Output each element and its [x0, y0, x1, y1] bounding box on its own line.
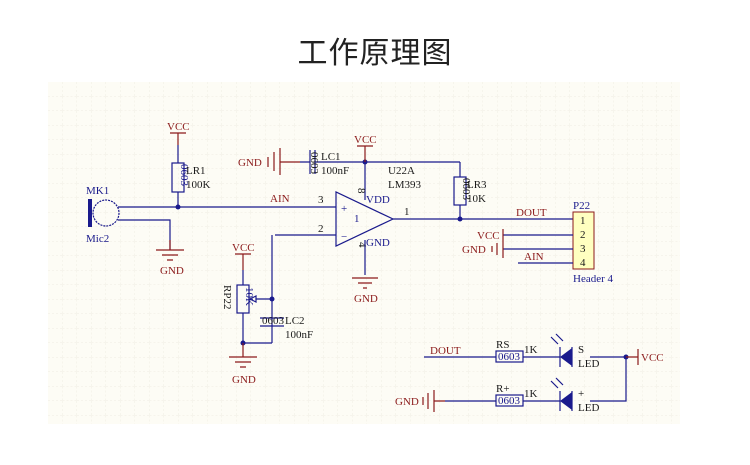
svg-text:DOUT: DOUT — [430, 345, 461, 357]
svg-text:+: + — [341, 203, 347, 215]
svg-text:GND: GND — [160, 265, 184, 277]
svg-text:LC1: LC1 — [321, 151, 341, 163]
comparator-u22a: 8 VDD + − 1 GND 4 U22A LM393 3 2 1 GND — [275, 162, 588, 305]
svg-text:LED: LED — [578, 358, 599, 370]
svg-text:0603: 0603 — [460, 178, 472, 201]
net-ain: AIN — [270, 193, 290, 205]
potentiometer-rp22: VCC 10K RP22 — [221, 235, 275, 346]
svg-text:RP22: RP22 — [221, 285, 233, 309]
svg-text:U22A: U22A — [388, 165, 415, 177]
svg-text:RS: RS — [496, 339, 509, 351]
mic-value: Mic2 — [86, 233, 109, 245]
svg-text:3: 3 — [318, 194, 324, 206]
svg-text:1K: 1K — [524, 344, 538, 356]
led-power-branch: GND 0603 R+ 1K + LED — [395, 357, 627, 414]
svg-text:2: 2 — [580, 229, 586, 241]
svg-text:+: + — [578, 388, 584, 400]
vcc-symbol-u22: VCC — [354, 134, 377, 162]
capacitor-lc2: 0603 LC2 100nF — [260, 315, 313, 341]
svg-text:100K: 100K — [186, 179, 211, 191]
gnd-symbol-mic: GND — [156, 240, 184, 277]
svg-text:2: 2 — [318, 223, 324, 235]
svg-text:VCC: VCC — [477, 230, 500, 242]
net-dout: DOUT — [516, 207, 547, 219]
svg-text:1: 1 — [354, 213, 360, 225]
page-title: 工作原理图 — [297, 36, 453, 71]
svg-text:S: S — [578, 344, 584, 356]
svg-text:GND: GND — [366, 237, 390, 249]
svg-text:GND: GND — [395, 396, 419, 408]
svg-text:0603: 0603 — [308, 152, 320, 175]
svg-text:100nF: 100nF — [285, 329, 313, 341]
led-dout-branch: DOUT 0603 RS 1K S LED — [424, 333, 626, 370]
svg-text:LED: LED — [578, 402, 599, 414]
svg-text:1: 1 — [404, 206, 410, 218]
resistor-lr1: VCC 0603 LR1 100K — [167, 121, 211, 210]
svg-text:10K: 10K — [243, 287, 255, 306]
svg-text:1: 1 — [580, 215, 586, 227]
resistor-lr3: 0603 LR3 10K — [453, 162, 487, 222]
svg-text:100nF: 100nF — [321, 165, 349, 177]
capacitor-lc1: GND 0603 LC1 100nF — [238, 148, 460, 177]
svg-text:GND: GND — [238, 157, 262, 169]
svg-text:VCC: VCC — [354, 134, 377, 146]
svg-text:−: − — [341, 231, 347, 243]
svg-text:0603: 0603 — [498, 351, 521, 363]
microphone-mk1: MK1 Mic2 — [86, 185, 120, 245]
svg-text:VDD: VDD — [366, 194, 390, 206]
svg-text:LR3: LR3 — [467, 179, 487, 191]
svg-text:LM393: LM393 — [388, 179, 422, 191]
svg-text:GND: GND — [354, 293, 378, 305]
svg-text:1K: 1K — [524, 388, 538, 400]
svg-text:GND: GND — [232, 374, 256, 386]
svg-text:VCC: VCC — [641, 352, 664, 364]
svg-text:0603: 0603 — [262, 315, 285, 327]
svg-text:P22: P22 — [573, 200, 590, 212]
svg-text:0603: 0603 — [498, 395, 521, 407]
svg-text:LR1: LR1 — [186, 165, 206, 177]
mic-ref: MK1 — [86, 185, 109, 197]
svg-text:3: 3 — [580, 243, 586, 255]
svg-text:LC2: LC2 — [285, 315, 305, 327]
svg-text:GND: GND — [462, 244, 486, 256]
svg-text:0603: 0603 — [178, 164, 190, 187]
svg-text:8: 8 — [355, 188, 367, 194]
svg-text:10K: 10K — [467, 193, 486, 205]
gnd-symbol-rp22: GND — [229, 343, 257, 386]
svg-text:4: 4 — [580, 257, 586, 269]
svg-text:4: 4 — [356, 242, 368, 248]
svg-text:R+: R+ — [496, 383, 510, 395]
schematic-sheet: MK1 Mic2 GND VCC 0603 LR1 100K AIN GND 0… — [48, 82, 680, 429]
svg-text:VCC: VCC — [167, 121, 190, 133]
svg-text:AIN: AIN — [524, 251, 544, 263]
svg-text:Header 4: Header 4 — [573, 273, 614, 285]
svg-text:VCC: VCC — [232, 242, 255, 254]
vcc-symbol-led: VCC — [623, 349, 664, 365]
header-p22: P22 1 2 3 4 Header 4 VCC GND AIN — [462, 200, 614, 285]
